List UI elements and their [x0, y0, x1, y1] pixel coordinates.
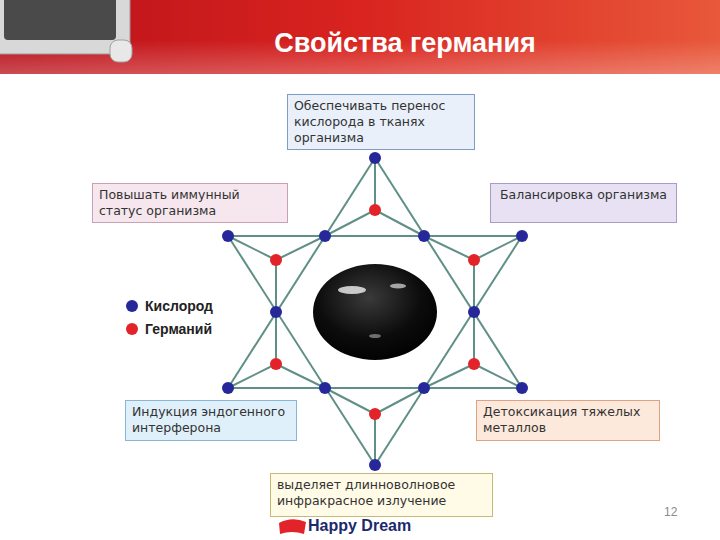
atom-dot — [222, 230, 234, 242]
atom-dot — [270, 358, 282, 370]
atom-dot — [369, 459, 381, 471]
legend-text: Германий — [145, 321, 212, 337]
legend: КислородГерманий — [126, 294, 213, 340]
star-line — [473, 312, 475, 364]
property-text: Детоксикация тяжелых металлов — [483, 404, 653, 436]
property-text: Повышать иммунный статус организма — [99, 187, 281, 219]
property-text: Балансировка организма — [497, 187, 670, 203]
property-box: выделяет длинноволновое инфракрасное изл… — [270, 473, 493, 517]
atom-dot — [468, 254, 480, 266]
brand-logo: Happy Dream — [308, 517, 411, 535]
page-number: 12 — [664, 505, 677, 519]
atom-dot — [319, 230, 331, 242]
atom-dot — [319, 382, 331, 394]
star-line — [325, 388, 375, 414]
property-text: Обеспечивать перенос кислорода в тканях … — [294, 98, 468, 146]
logo-mark — [279, 519, 306, 534]
star-line — [275, 260, 277, 312]
legend-row: Германий — [126, 317, 213, 340]
property-box: Обеспечивать перенос кислорода в тканях … — [287, 94, 475, 150]
star-line — [228, 364, 276, 388]
property-box: Повышать иммунный статус организма — [92, 183, 288, 223]
star-line — [275, 312, 277, 364]
atom-dot — [270, 306, 282, 318]
atom-dot — [222, 382, 234, 394]
atom-dot — [270, 254, 282, 266]
atom-dot — [516, 230, 528, 242]
star-line — [474, 236, 522, 260]
atom-dot — [516, 382, 528, 394]
star-line — [374, 158, 376, 210]
property-text: выделяет длинноволновое инфракрасное изл… — [277, 477, 486, 509]
atom-dot — [468, 306, 480, 318]
property-text: Индукция эндогенного интерферона — [132, 404, 290, 436]
star-line — [276, 364, 325, 388]
legend-swatch — [126, 300, 138, 312]
star-line — [424, 236, 474, 260]
atom-dot — [369, 152, 381, 164]
star-line — [276, 236, 325, 260]
star-line — [424, 364, 474, 388]
slide-title: Свойства германия — [0, 28, 720, 59]
legend-text: Кислород — [145, 298, 213, 314]
atom-dot — [418, 230, 430, 242]
legend-row: Кислород — [126, 294, 213, 317]
property-box: Детоксикация тяжелых металлов — [476, 400, 660, 441]
star-line — [374, 414, 376, 465]
star-line — [474, 364, 522, 388]
property-box: Балансировка организма — [490, 183, 677, 223]
star-line — [228, 235, 522, 237]
germanium-stone — [313, 264, 437, 360]
device-picture — [0, 0, 132, 62]
atom-dot — [418, 382, 430, 394]
property-box: Индукция эндогенного интерферона — [125, 400, 297, 441]
star-line — [473, 260, 475, 312]
star-line — [375, 210, 424, 236]
atom-dot — [369, 204, 381, 216]
star-line — [375, 388, 424, 414]
star-line — [228, 387, 522, 389]
atom-dot — [369, 408, 381, 420]
star-line — [228, 236, 276, 260]
star-line — [325, 210, 375, 236]
atom-dot — [468, 358, 480, 370]
legend-swatch — [126, 323, 138, 335]
